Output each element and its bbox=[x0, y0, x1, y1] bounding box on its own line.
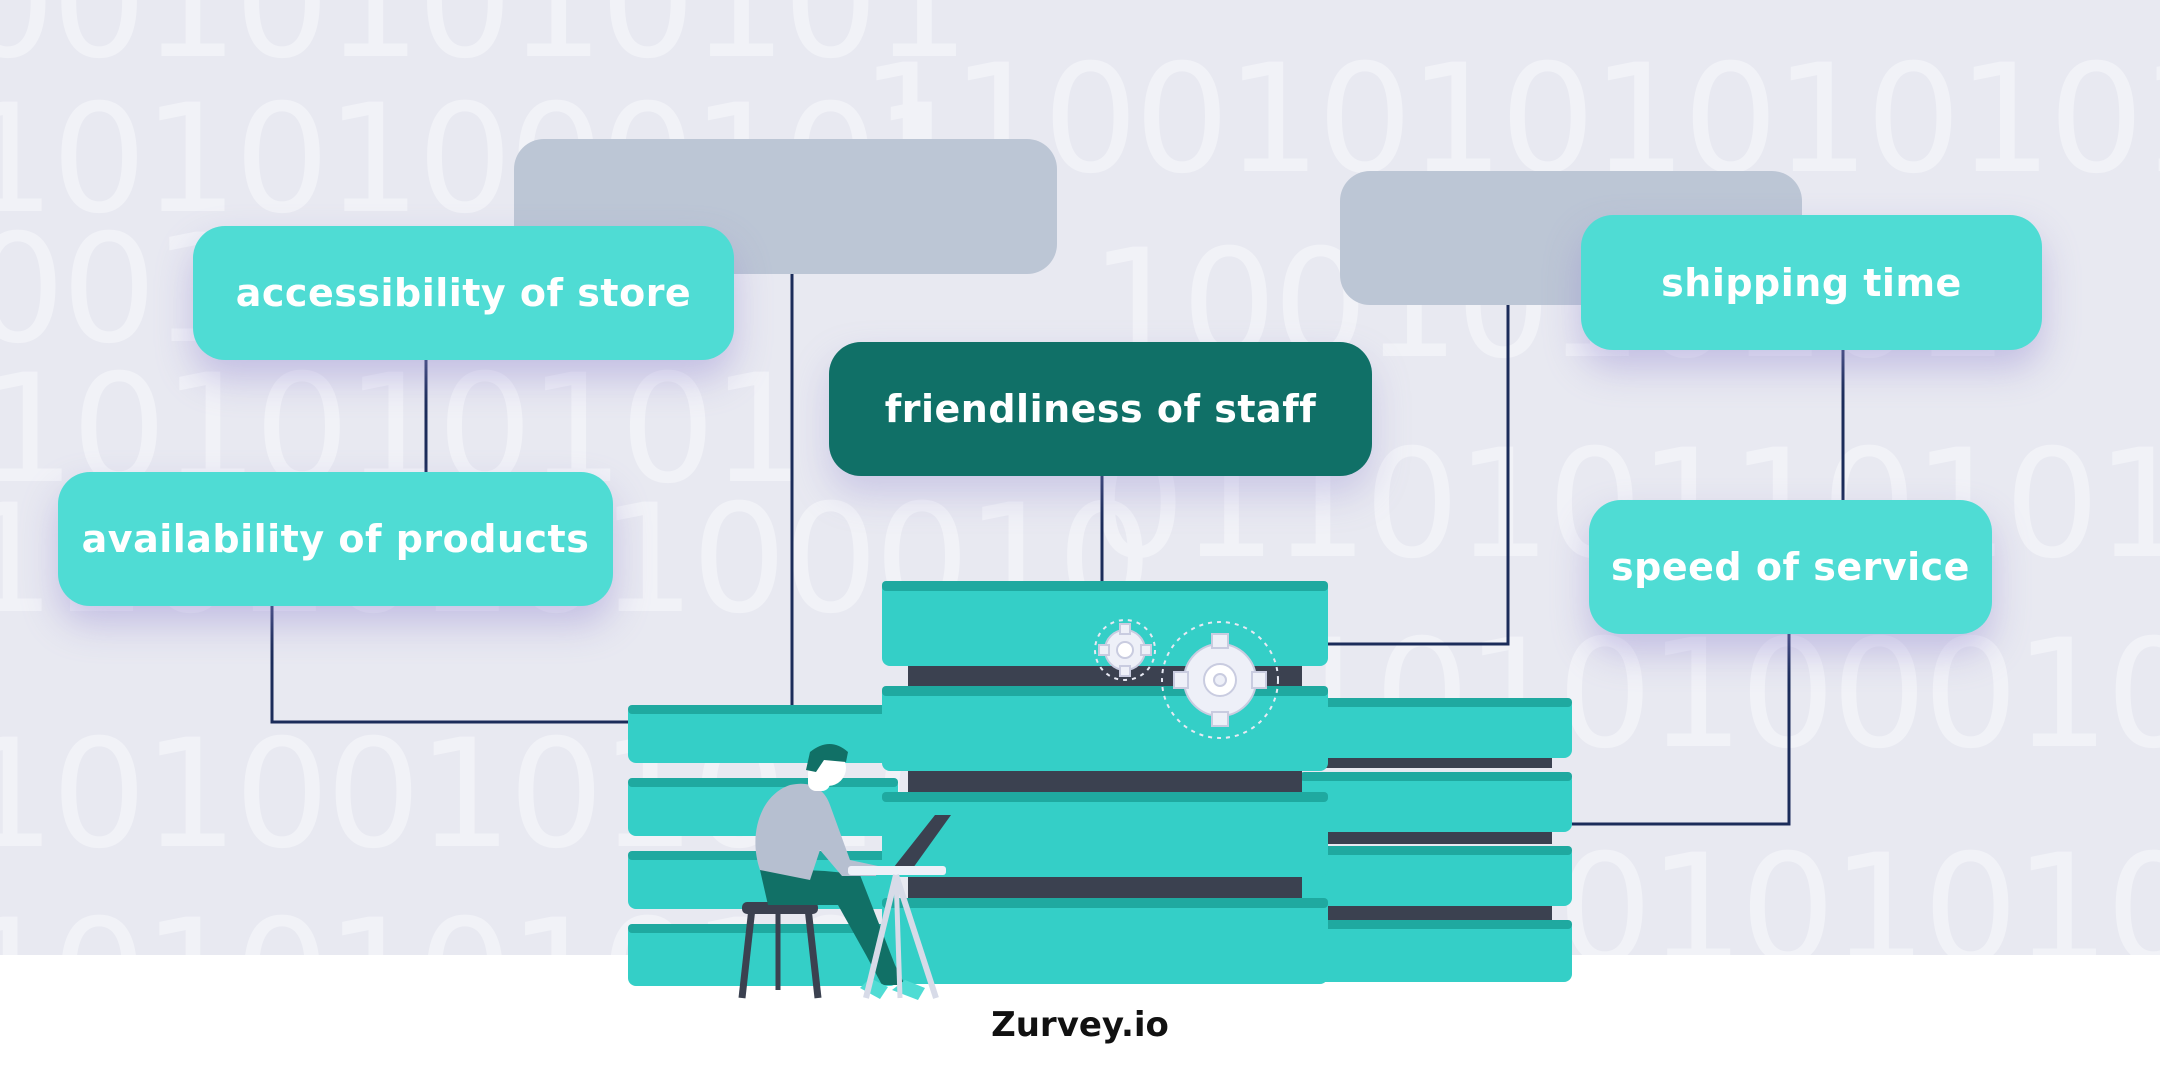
node-shipping-time: shipping time bbox=[1581, 215, 2042, 350]
brand-logo-text: Zurvey.io bbox=[991, 1005, 1169, 1045]
node-accessibility-of-store: accessibility of store bbox=[193, 226, 734, 360]
connector-availability-server bbox=[270, 606, 630, 724]
node-label: speed of service bbox=[1611, 545, 1970, 589]
node-friendliness-of-staff: friendliness of staff bbox=[829, 342, 1372, 476]
connector-speed-server bbox=[1572, 634, 1791, 826]
gear-icon bbox=[1094, 619, 1279, 739]
connector-ghost-right-server bbox=[1328, 305, 1510, 646]
server-stack-center bbox=[882, 581, 1328, 984]
node-label: availability of products bbox=[81, 517, 590, 561]
node-availability-of-products: availability of products bbox=[58, 472, 613, 606]
person-at-laptop-illustration bbox=[738, 744, 951, 1000]
server-stack-right bbox=[1300, 698, 1572, 982]
node-label: shipping time bbox=[1661, 260, 1962, 305]
node-label: friendliness of staff bbox=[884, 387, 1317, 431]
binary-text-1: 00101010101 bbox=[0, 0, 970, 92]
node-speed-of-service: speed of service bbox=[1589, 500, 1992, 634]
node-label: accessibility of store bbox=[235, 271, 692, 315]
